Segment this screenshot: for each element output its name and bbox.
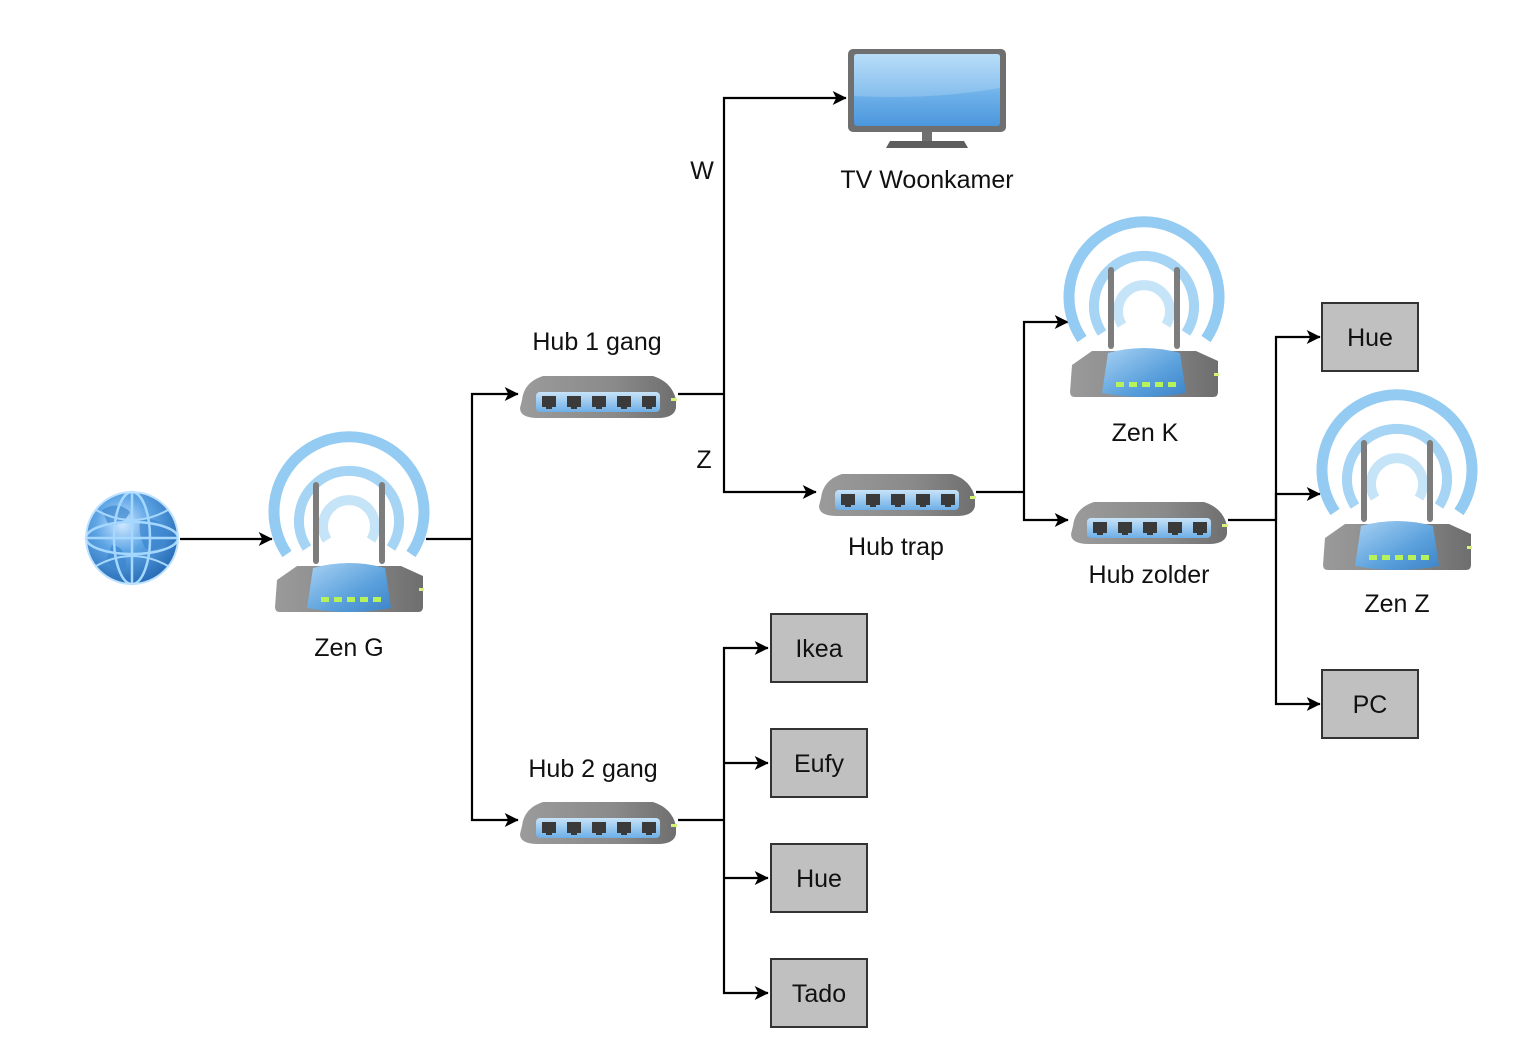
device-box — [1321, 302, 1419, 372]
network-switch-icon — [819, 474, 976, 516]
node-label-pc: PC — [1353, 691, 1388, 719]
node-hub-zolder[interactable]: Hub zolder — [1071, 502, 1228, 589]
edge-zen-g-hub1 — [470, 387, 519, 539]
node-label-ikea: Ikea — [795, 635, 842, 663]
edge-hub-zolder-zen-z — [1274, 487, 1321, 520]
node-label-hub-trap: Hub trap — [848, 533, 944, 561]
node-label-eufy: Eufy — [794, 750, 845, 778]
node-label-tado: Tado — [792, 980, 846, 1008]
node-zen-k[interactable]: Zen K — [1069, 222, 1219, 447]
node-hub2[interactable]: Hub 2 gang — [520, 755, 677, 844]
wifi-router-icon — [1069, 222, 1219, 397]
globe-icon — [84, 490, 180, 586]
edges — [180, 91, 1321, 1000]
node-label-zen-k: Zen K — [1112, 419, 1179, 447]
edge-label-z: Z — [696, 446, 711, 474]
node-label-hub-zolder: Hub zolder — [1089, 561, 1210, 589]
edge-hub-zolder-pc — [1274, 520, 1321, 711]
node-internet[interactable] — [84, 490, 180, 586]
device-box — [770, 728, 868, 798]
node-label-hub2: Hub 2 gang — [528, 755, 657, 783]
node-hub1[interactable]: Hub 1 gang — [520, 328, 677, 418]
wifi-router-icon — [1322, 395, 1472, 570]
edge-hub2-tado — [722, 820, 769, 1000]
edge-hub-trap-hub-zolder — [1022, 492, 1069, 527]
device-box — [1321, 669, 1419, 739]
node-zen-z[interactable]: Zen Z — [1322, 395, 1472, 618]
edge-hub1-hub-trap — [722, 394, 817, 499]
node-ikea[interactable]: Ikea — [770, 613, 868, 683]
network-switch-icon — [520, 802, 677, 844]
edge-hub-trap-zen-k — [1022, 315, 1069, 492]
edge-hub2-ikea — [722, 641, 769, 820]
node-label-tv: TV Woonkamer — [840, 166, 1013, 194]
node-hue-gang[interactable]: Hue — [770, 843, 868, 913]
node-pc[interactable]: PC — [1321, 669, 1419, 739]
edge-hub1-tv — [722, 91, 847, 394]
edge-zen-g-hub2 — [470, 539, 519, 827]
edge-hub-zolder-hue — [1274, 330, 1321, 520]
node-hue-zolder[interactable]: Hue — [1321, 302, 1419, 372]
device-box — [770, 613, 868, 683]
node-tado[interactable]: Tado — [770, 958, 868, 1028]
network-switch-icon — [1071, 502, 1228, 544]
node-label-hue-gang: Hue — [796, 865, 842, 893]
node-label-hub1: Hub 1 gang — [532, 328, 661, 356]
edge-label-w: W — [690, 157, 714, 185]
network-switch-icon — [520, 376, 677, 418]
node-zen-g[interactable]: Zen G — [274, 437, 424, 662]
monitor-icon — [848, 49, 1006, 148]
device-box — [770, 958, 868, 1028]
wifi-router-icon — [274, 437, 424, 612]
node-tv[interactable]: TV Woonkamer — [840, 49, 1014, 194]
node-hub-trap[interactable]: Hub trap — [819, 474, 976, 561]
node-label-zen-z: Zen Z — [1364, 590, 1429, 618]
node-label-hue-zolder: Hue — [1347, 324, 1393, 352]
node-eufy[interactable]: Eufy — [770, 728, 868, 798]
node-label-zen-g: Zen G — [314, 634, 383, 662]
device-box — [770, 843, 868, 913]
